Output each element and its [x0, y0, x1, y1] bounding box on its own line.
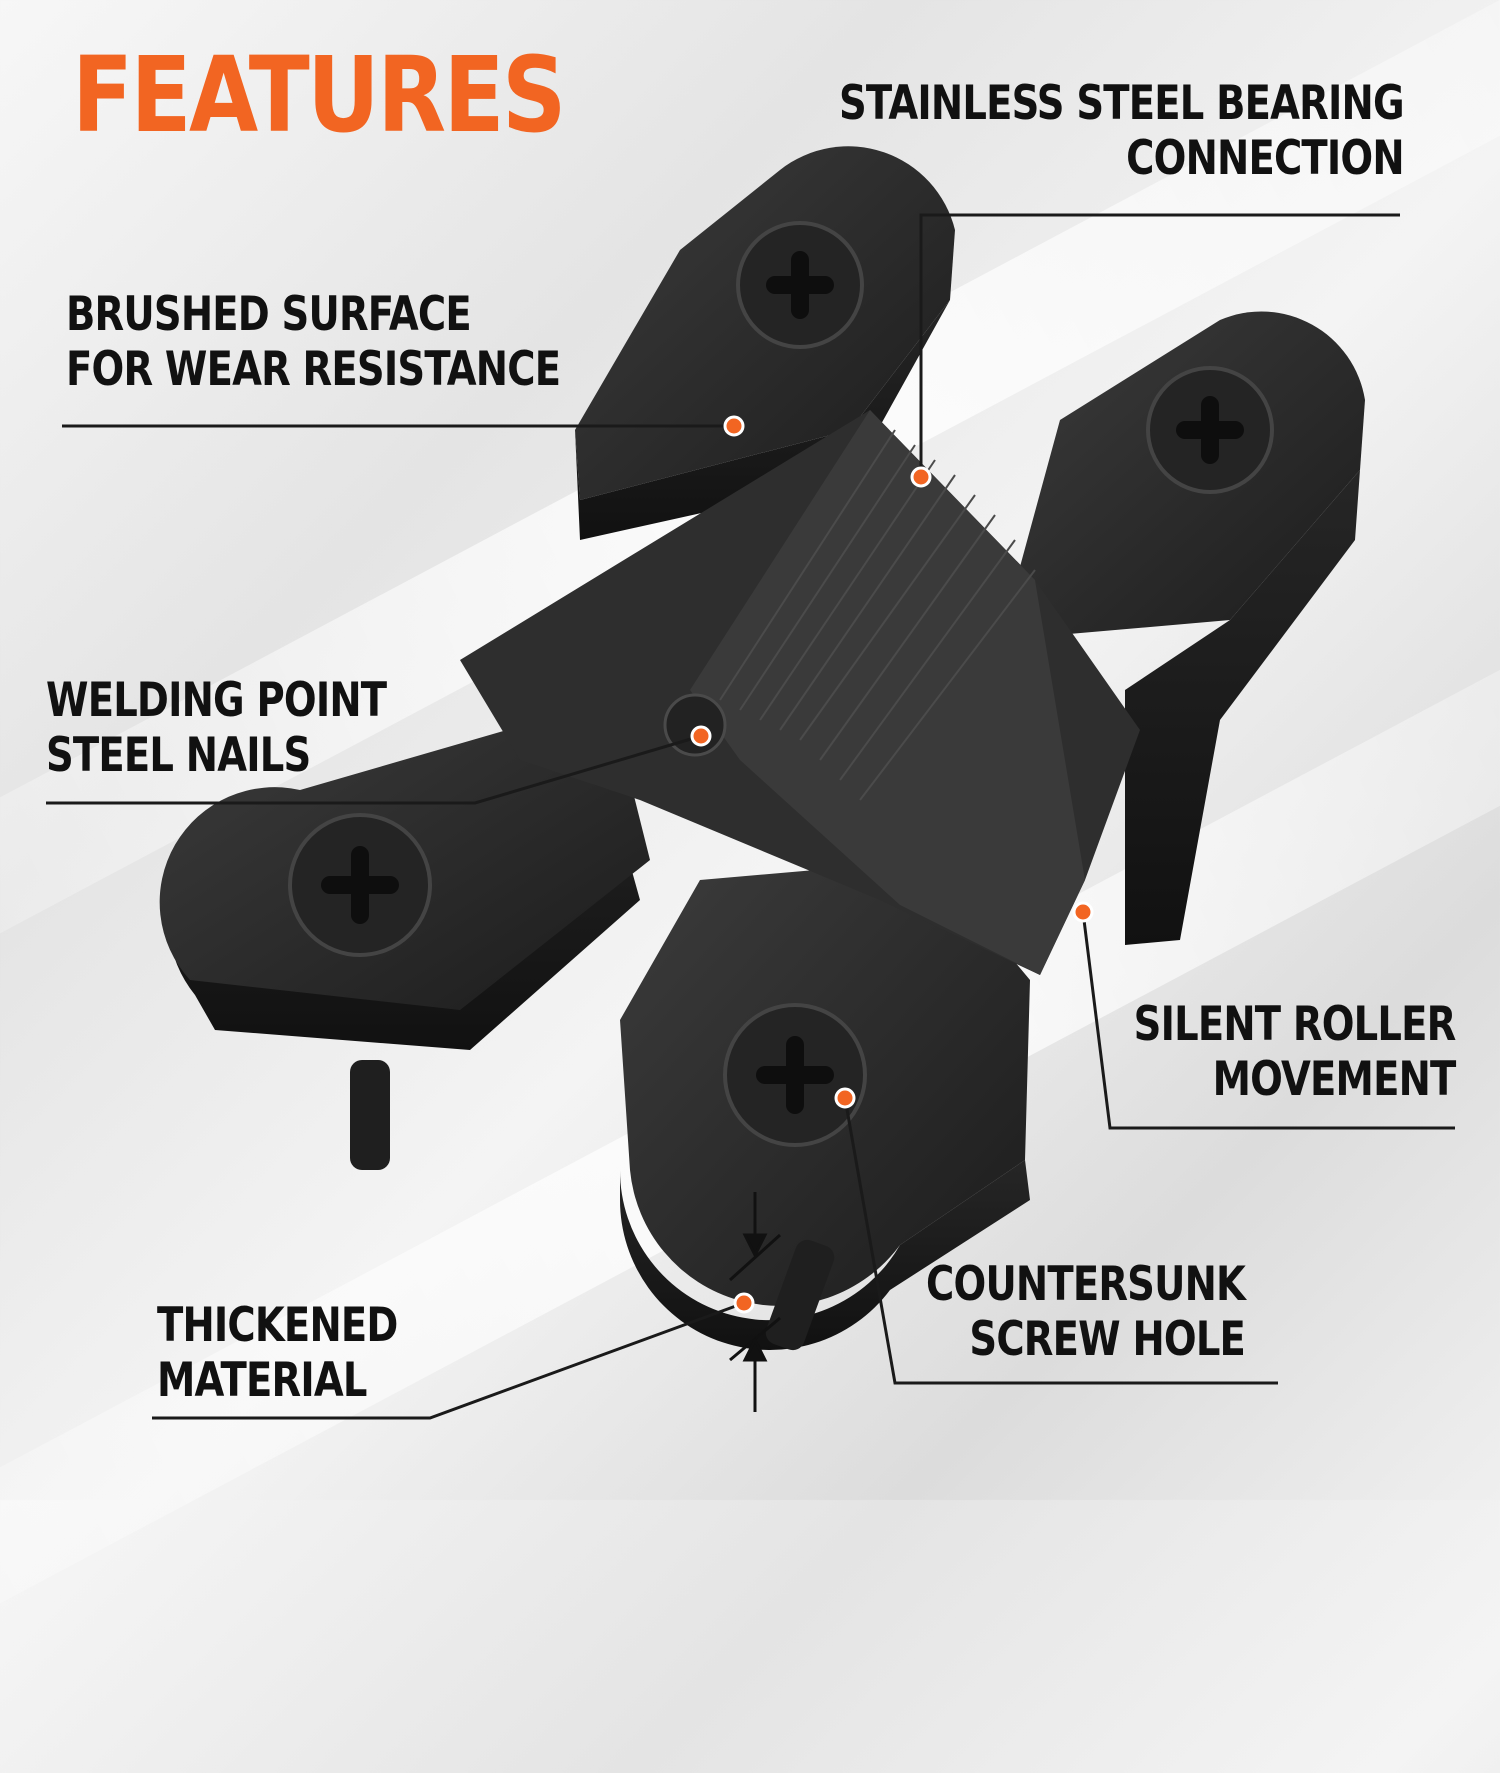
label-brushed-line1: BRUSHED SURFACE [66, 287, 472, 342]
dot-countersunk [834, 1087, 856, 1109]
label-thickened-line2: MATERIAL [157, 1353, 367, 1408]
leader-roller [1081, 911, 1455, 1130]
label-roller: SILENT ROLLER MOVEMENT [1133, 997, 1456, 1107]
page-title: FEATURES [72, 34, 566, 156]
leader-lines [46, 213, 1455, 1420]
label-countersunk: COUNTERSUNK SCREW HOLE [925, 1257, 1246, 1367]
hinge-illustration [46, 146, 1455, 1420]
dot-roller [1072, 901, 1094, 923]
label-bearing-line2: CONNECTION [1126, 131, 1404, 186]
label-roller-line2: MOVEMENT [1212, 1052, 1456, 1107]
leader-countersunk [843, 1097, 1278, 1385]
label-brushed: BRUSHED SURFACE FOR WEAR RESISTANCE [66, 287, 561, 397]
leader-thickened [152, 1301, 745, 1420]
label-welding: WELDING POINT STEEL NAILS [46, 673, 387, 783]
dot-thickened [733, 1292, 755, 1314]
dot-bearing [910, 466, 932, 488]
label-bearing: STAINLESS STEEL BEARING CONNECTION [839, 76, 1405, 186]
label-bearing-line1: STAINLESS STEEL BEARING [839, 76, 1405, 131]
leader-welding [46, 734, 702, 805]
label-thickened-line1: THICKENED [157, 1298, 398, 1353]
dot-welding [690, 725, 712, 747]
label-welding-line2: STEEL NAILS [46, 728, 311, 783]
label-thickened: THICKENED MATERIAL [157, 1298, 398, 1408]
label-welding-line1: WELDING POINT [46, 673, 387, 728]
label-countersunk-line1: COUNTERSUNK [925, 1257, 1246, 1312]
label-roller-line1: SILENT ROLLER [1133, 997, 1456, 1052]
leader-bearing [919, 213, 1400, 477]
callout-dots [690, 415, 1094, 1314]
dot-brushed [723, 415, 745, 437]
label-countersunk-line2: SCREW HOLE [969, 1312, 1246, 1367]
label-brushed-line2: FOR WEAR RESISTANCE [66, 342, 561, 397]
screw-heads [288, 221, 1274, 1147]
